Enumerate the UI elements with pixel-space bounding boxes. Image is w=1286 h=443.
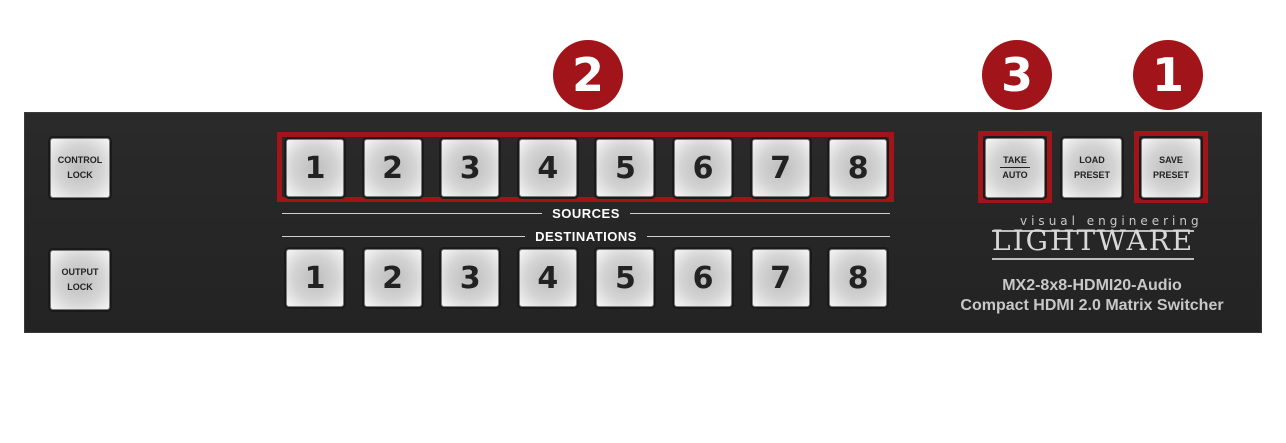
take-auto-button[interactable]: TAKE AUTO	[985, 138, 1045, 198]
source-button-7[interactable]: 7	[751, 139, 810, 197]
callout-1: 1	[1133, 40, 1203, 110]
source-button-1[interactable]: 1	[286, 139, 344, 197]
load-preset-button[interactable]: LOAD PRESET	[1062, 138, 1122, 198]
control-lock-button[interactable]: CONTROL LOCK	[50, 138, 110, 198]
callout-2: 2	[553, 40, 623, 110]
control-lock-label-2: LOCK	[67, 170, 93, 180]
source-button-2[interactable]: 2	[363, 139, 422, 197]
brand-divider-top	[992, 230, 1194, 232]
save-preset-label-1: SAVE	[1159, 155, 1183, 165]
auto-label: AUTO	[1002, 170, 1028, 180]
source-button-3[interactable]: 3	[441, 139, 500, 197]
destination-button-1[interactable]: 1	[286, 249, 344, 307]
source-button-5[interactable]: 5	[596, 139, 655, 197]
sources-highlight-box	[277, 132, 894, 202]
output-lock-label-2: LOCK	[67, 282, 93, 292]
brand-tagline: visual engineering	[1020, 214, 1203, 228]
model-name: MX2-8x8-HDMI20-Audio	[1002, 277, 1182, 294]
callout-3: 3	[982, 40, 1052, 110]
save-preset-label-2: PRESET	[1152, 170, 1189, 180]
save-highlight-box	[1134, 131, 1208, 203]
source-button-8[interactable]: 8	[829, 139, 888, 197]
source-button-6[interactable]: 6	[674, 139, 732, 197]
destination-button-5[interactable]: 5	[596, 249, 655, 307]
brand-divider-bottom	[992, 258, 1194, 260]
load-preset-label-2: PRESET	[1073, 170, 1110, 180]
output-lock-label-1: OUTPUT	[61, 267, 99, 277]
destination-button-7[interactable]: 7	[751, 249, 810, 307]
destination-button-2[interactable]: 2	[363, 249, 422, 307]
take-highlight-box	[978, 131, 1052, 203]
brand-logo-text: LIGHTWARE	[992, 224, 1195, 257]
load-preset-label-1: LOAD	[1079, 155, 1105, 165]
take-label: TAKE	[1000, 153, 1030, 168]
destination-button-3[interactable]: 3	[441, 249, 500, 307]
save-preset-button[interactable]: SAVE PRESET	[1141, 138, 1201, 198]
output-lock-button[interactable]: OUTPUT LOCK	[50, 250, 110, 310]
destination-button-4[interactable]: 4	[518, 249, 577, 307]
source-button-4[interactable]: 4	[518, 139, 577, 197]
destination-button-6[interactable]: 6	[674, 249, 732, 307]
destination-button-8[interactable]: 8	[829, 249, 888, 307]
control-lock-label-1: CONTROL	[57, 155, 103, 165]
model-description: Compact HDMI 2.0 Matrix Switcher	[960, 297, 1224, 314]
sources-label: SOURCES	[282, 205, 890, 221]
destinations-label: DESTINATIONS	[282, 228, 890, 244]
